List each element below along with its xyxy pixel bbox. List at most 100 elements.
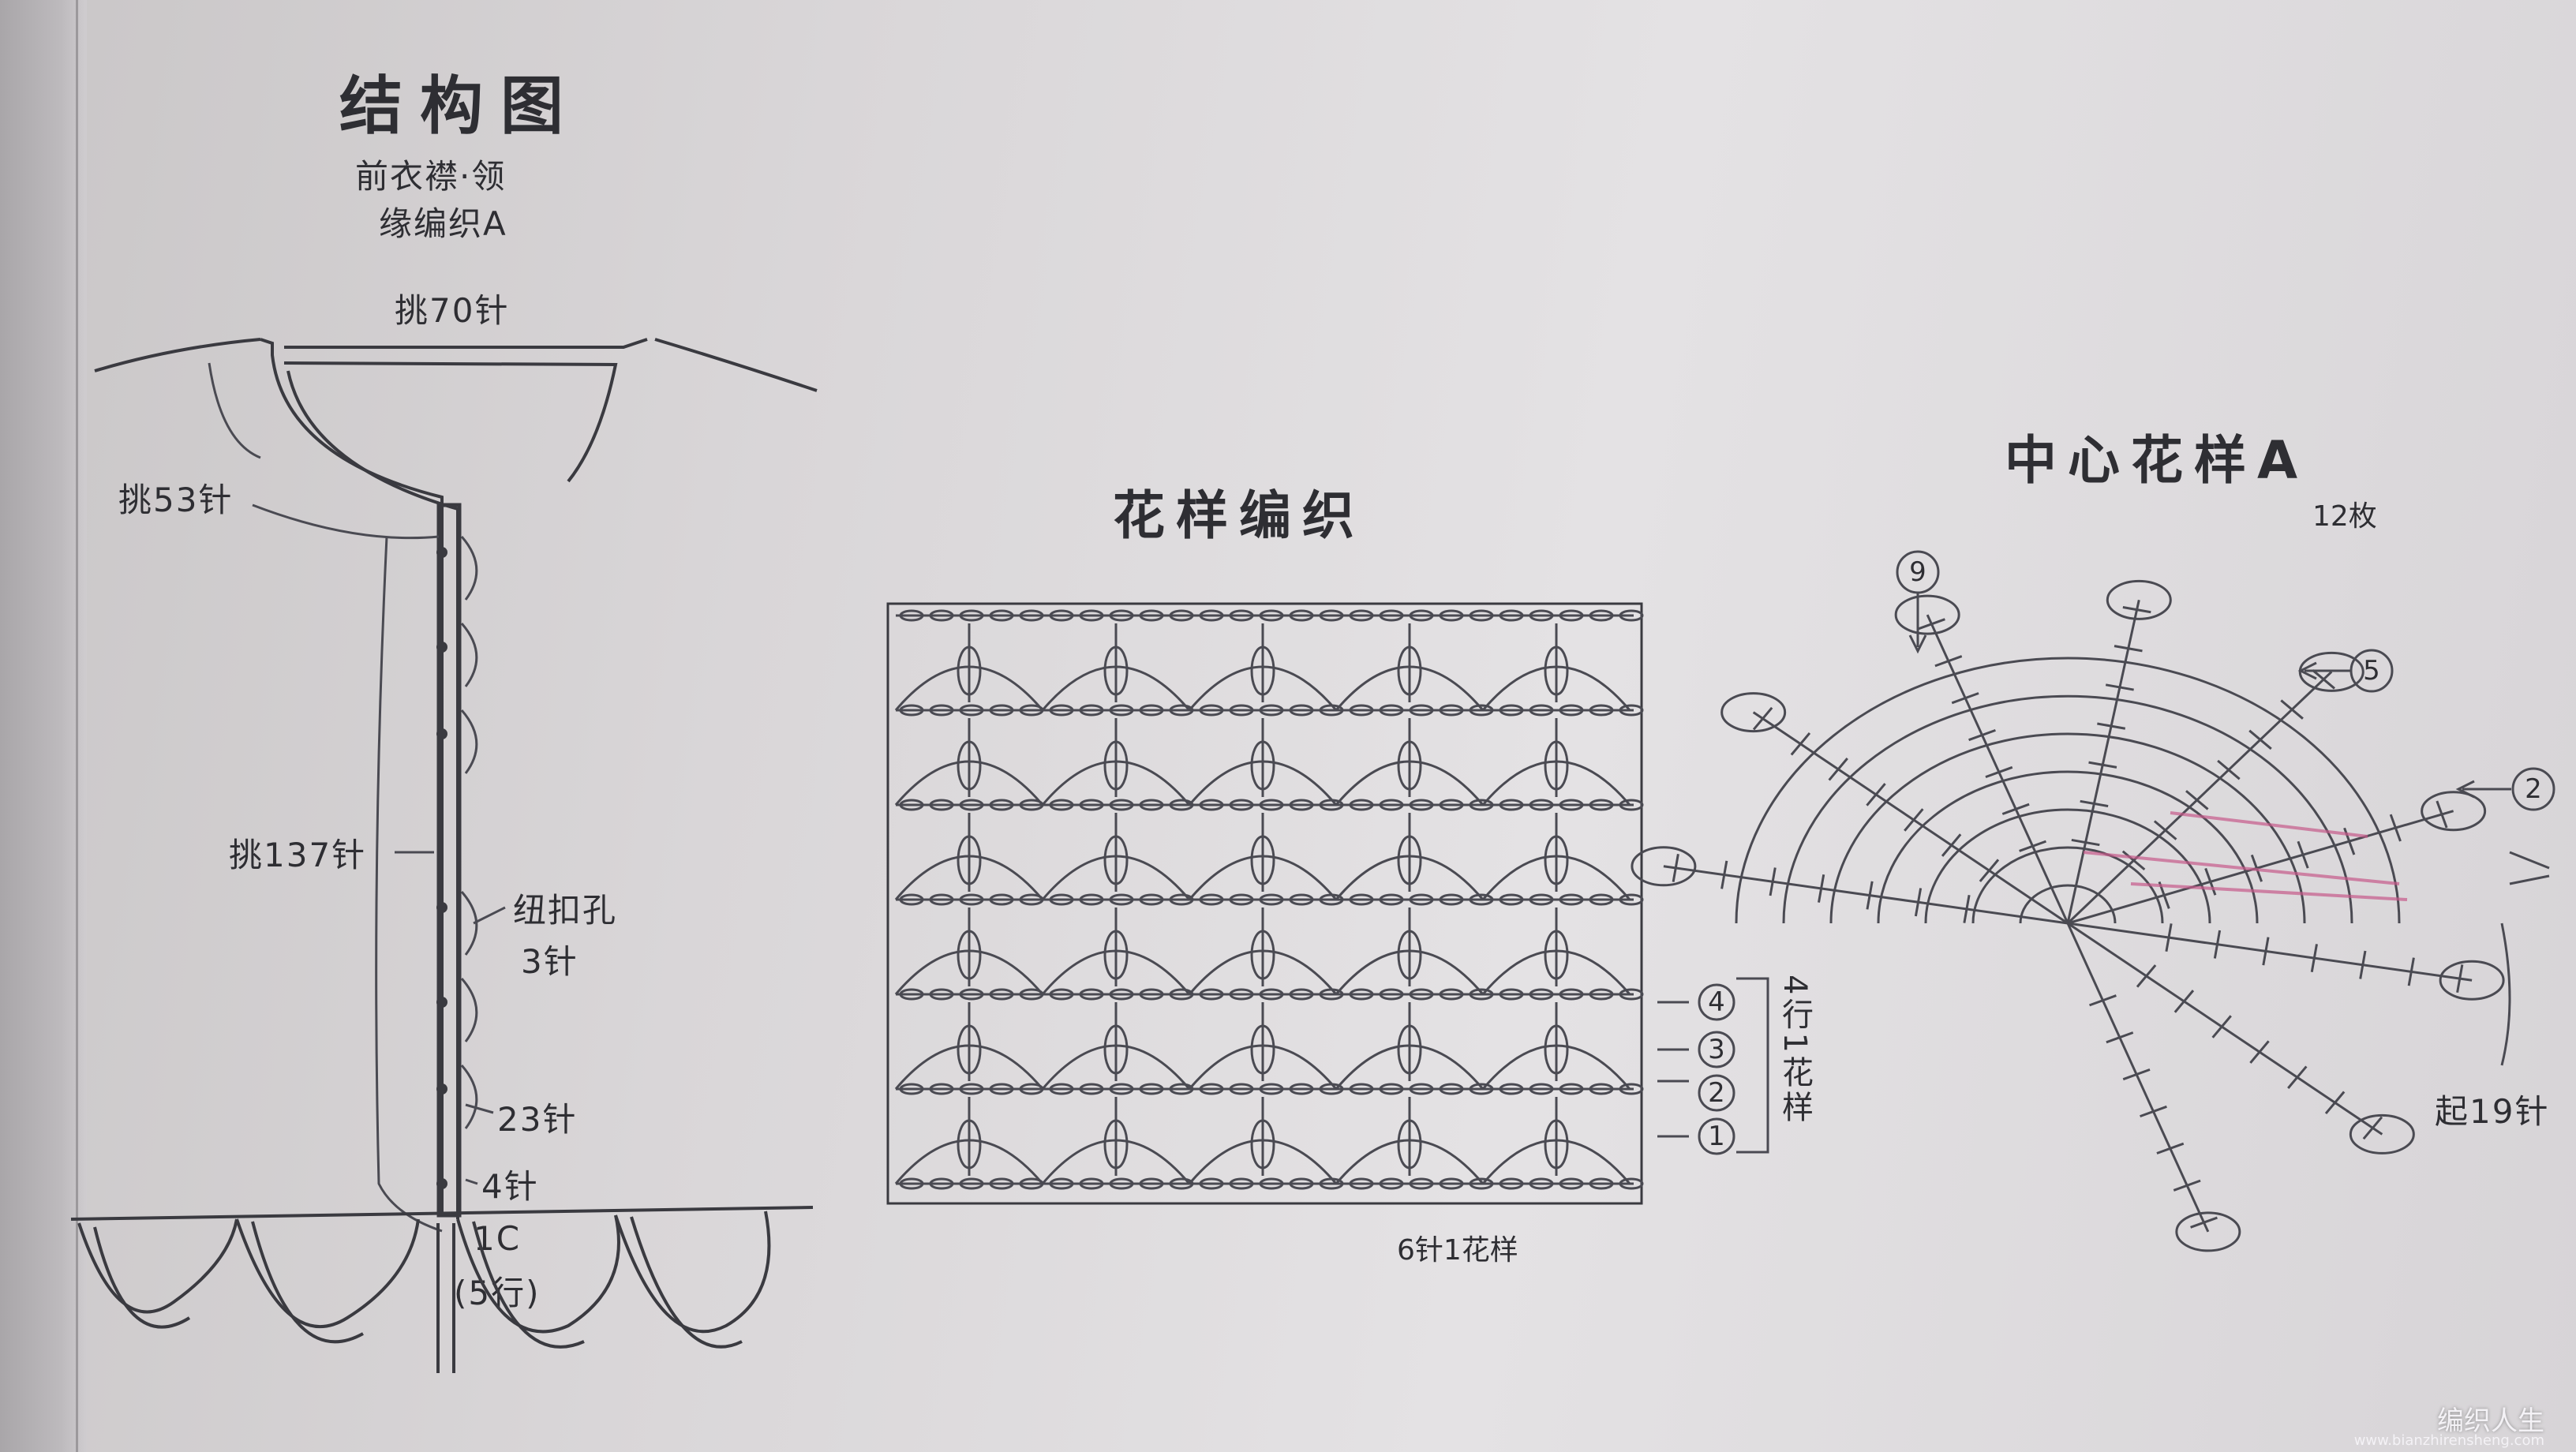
chain-stitch: [1499, 988, 1524, 1001]
chain-stitch: [1199, 1177, 1224, 1190]
motif-stitch: [1979, 859, 2000, 882]
chain-stitch: [1379, 609, 1404, 622]
chain-stitch: [1409, 799, 1434, 811]
chain-stitch: [1349, 988, 1374, 1001]
chain-stitch: [1259, 988, 1284, 1001]
repeat-rows-label: 4行1花样: [1777, 975, 1813, 1125]
chain-stitch: [1619, 988, 1644, 1001]
chain-stitch: [1079, 893, 1104, 906]
side-pickup-label: 挑53针: [118, 481, 234, 519]
row-label-3: 3: [1708, 1034, 1725, 1065]
chain-stitch: [1439, 799, 1464, 811]
chain-stitch: [1409, 988, 1434, 1001]
chain-stitch: [959, 893, 984, 906]
motif-stitch: [2106, 1031, 2134, 1044]
motif-stitch: [2080, 799, 2109, 808]
motif-stitch: [2310, 944, 2318, 973]
motif-stitch: [1866, 783, 1886, 806]
chain-stitch: [989, 893, 1014, 906]
chain-stitch: [1589, 893, 1614, 906]
motif-stitch: [1914, 888, 1923, 917]
structure-subtitle-line1: 前衣襟·领: [355, 157, 507, 196]
chain-stitch: [899, 799, 924, 811]
buttonhole-marks: [436, 536, 478, 1189]
motif-stitch: [2280, 699, 2304, 720]
motif-stitch: [2088, 761, 2117, 769]
chain-stitch: [1109, 799, 1134, 811]
chain-stitch: [1529, 609, 1554, 622]
page-edge: [0, 0, 87, 1452]
motif-stitch: [1941, 833, 1962, 857]
chain-stitch: [1529, 704, 1554, 717]
motif-stitch: [2071, 838, 2100, 847]
chain-stitch: [1379, 988, 1404, 1001]
chain-stitch: [1109, 609, 1134, 622]
chain-stitch: [1019, 988, 1044, 1001]
chain-stitch: [1169, 893, 1194, 906]
chain-stitch: [1139, 1083, 1164, 1095]
repeat-stitches-label: 6针1花样: [1397, 1234, 1518, 1267]
chain-stitch: [1469, 799, 1494, 811]
chain-stitch: [959, 799, 984, 811]
chain-stitch: [1049, 1177, 1074, 1190]
motif-spoke: [1663, 865, 2069, 925]
chain-stitch: [1289, 988, 1314, 1001]
motif-stitch: [2185, 790, 2209, 810]
chain-stitch: [1469, 609, 1494, 622]
chain-stitch: [1199, 988, 1224, 1001]
chain-stitch: [1499, 893, 1524, 906]
row-label-2: 2: [1708, 1077, 1725, 1109]
motif-round: [1735, 657, 2401, 924]
chain-stitch: [1349, 1177, 1374, 1190]
motif-stitch: [2389, 814, 2402, 842]
chain-stitch: [989, 799, 1014, 811]
chain-stitch: [959, 1177, 984, 1190]
motif-stitch: [1752, 706, 1773, 731]
chain-stitch: [1469, 1083, 1494, 1095]
motif-loop: [2349, 1113, 2415, 1154]
chain-stitch: [1409, 704, 1434, 717]
motif-round: [2019, 884, 2117, 924]
chain-stitch: [899, 704, 924, 717]
chain-stitch: [1289, 1083, 1314, 1095]
front-pickup-label: 挑137针: [229, 836, 367, 874]
chain-stitch: [1259, 893, 1284, 906]
chain-stitch: [1289, 799, 1314, 811]
motif-loop: [2175, 1211, 2241, 1252]
chain-stitch: [1229, 893, 1254, 906]
motif-stitch: [2287, 1065, 2308, 1089]
chain-stitch: [1589, 1177, 1614, 1190]
chain-stitch: [1379, 1177, 1404, 1190]
chain-stitch: [1349, 704, 1374, 717]
chain-stitch: [1109, 988, 1134, 1001]
chain-stitch: [1049, 988, 1074, 1001]
chain-stitch: [1589, 988, 1614, 1001]
chain-stitch: [1319, 1177, 1344, 1190]
motif-stitch: [1963, 894, 1971, 923]
chain-stitch: [1139, 1177, 1164, 1190]
chain-stitch: [989, 1177, 1014, 1190]
motif-stitch: [2156, 1142, 2185, 1154]
chain-stitch: [1589, 799, 1614, 811]
motif-spoke: [2066, 922, 2210, 1233]
chain-stitch: [1379, 1083, 1404, 1095]
motif-stitch: [2204, 867, 2217, 896]
motif-round: [1782, 694, 2353, 924]
motif-stitch: [2165, 923, 2173, 952]
round-label-5: 5: [2363, 655, 2380, 687]
chain-stitch: [1499, 1083, 1524, 1095]
chain-stitch: [1499, 609, 1524, 622]
motif-stitch: [1951, 692, 1979, 705]
chain-stitch: [959, 609, 984, 622]
chain-stitch: [1259, 704, 1284, 717]
motif-spoke: [1926, 614, 2069, 924]
chain-stitch: [1289, 1177, 1314, 1190]
motif-stitch: [2001, 803, 2030, 815]
buttonhole-count: 3针: [521, 942, 578, 981]
motif-stitch: [2359, 950, 2367, 979]
chain-stitch: [1289, 609, 1314, 622]
chain-stitch: [1079, 1083, 1104, 1095]
chain-stitch: [1439, 704, 1464, 717]
